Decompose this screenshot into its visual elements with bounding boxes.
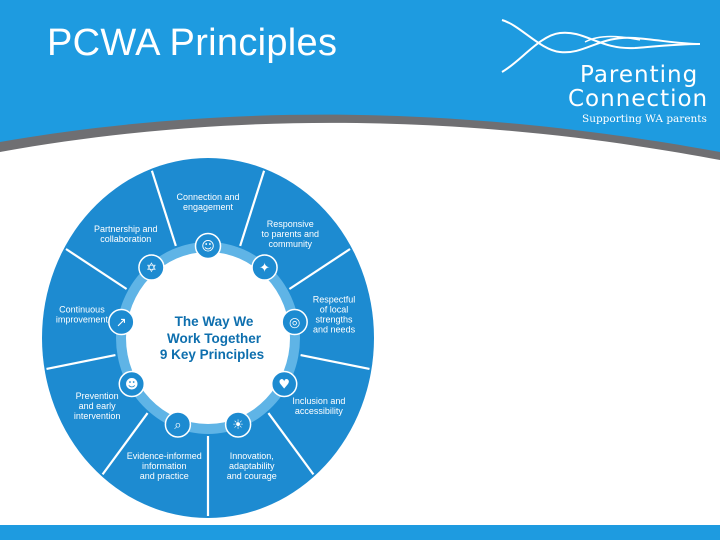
slide-title: PCWA Principles xyxy=(47,22,338,64)
principle-label-line: and needs xyxy=(313,324,356,334)
header-blue-background xyxy=(0,0,720,152)
segment-divider xyxy=(65,248,128,290)
principle-label-line: Responsive xyxy=(267,219,314,229)
brand-name-line2: Connection xyxy=(568,86,709,112)
principle-label-line: strengths xyxy=(316,314,354,324)
segment-divider xyxy=(46,353,116,370)
center-line-1: The Way We xyxy=(175,314,254,329)
segment-divider xyxy=(239,170,266,247)
principle-label-line: engagement xyxy=(183,202,234,212)
handshake-icon: ✡ xyxy=(138,254,165,281)
wheel-center-disc xyxy=(126,252,290,424)
principle-label-line: adaptability xyxy=(229,461,275,471)
principle-label-line: collaboration xyxy=(100,234,151,244)
svg-text:↗: ↗ xyxy=(116,316,127,331)
brand-name-line1: Parenting xyxy=(580,62,699,88)
location-pin-icon: ◎ xyxy=(281,308,308,336)
lightbulb-icon: ☀ xyxy=(224,411,252,438)
principle-label-line: and early xyxy=(79,401,117,411)
principle-label-line: Prevention xyxy=(76,391,119,401)
principle-label-line: improvement xyxy=(56,314,109,324)
svg-text:✦: ✦ xyxy=(259,261,270,276)
network-icon: ✦ xyxy=(251,254,278,281)
family-icon: ☻ xyxy=(118,370,146,398)
principle-label-line: Partnership and xyxy=(94,224,158,234)
svg-text:☺: ☺ xyxy=(201,240,215,255)
principle-label-line: Inclusion and xyxy=(292,396,345,406)
svg-text:♥: ♥ xyxy=(278,378,290,393)
principle-label-line: Connection and xyxy=(176,192,239,202)
svg-text:☻: ☻ xyxy=(125,378,139,393)
people-icon: ☺ xyxy=(194,232,222,260)
chart-icon: ↗ xyxy=(108,308,135,336)
heart-icon: ♥ xyxy=(270,370,298,398)
principle-label-line: of local xyxy=(320,304,349,314)
principle-label-line: intervention xyxy=(74,411,121,421)
principle-label-line: and practice xyxy=(140,471,189,481)
segment-divider xyxy=(300,353,370,370)
segment-divider xyxy=(267,412,315,476)
principle-label-line: Continuous xyxy=(59,304,105,314)
segment-divider xyxy=(150,170,177,247)
magnifier-icon: ⌕ xyxy=(164,411,192,438)
svg-text:✡: ✡ xyxy=(146,261,157,276)
principles-wheel: ☺ ✦ ◎ ♥ ☀ ⌕ ☻ ↗ ✡ Connection andengagementRespon… xyxy=(42,158,374,518)
brand-tagline: Supporting WA parents xyxy=(582,113,707,125)
footer-bar xyxy=(0,525,720,540)
principle-label-line: information xyxy=(142,461,187,471)
center-line-2: Work Together xyxy=(167,331,262,346)
svg-text:⌕: ⌕ xyxy=(174,418,181,433)
principle-label-line: and courage xyxy=(227,471,277,481)
header-banner xyxy=(0,0,720,160)
segment-divider xyxy=(101,412,149,476)
brand-logo-icon xyxy=(501,19,701,73)
principle-label-line: Innovation, xyxy=(230,451,274,461)
segment-divider xyxy=(288,248,351,290)
svg-text:◎: ◎ xyxy=(289,316,300,331)
principle-label-line: Respectful xyxy=(313,294,356,304)
principle-label-line: Evidence-informed xyxy=(127,451,202,461)
center-line-3: 9 Key Principles xyxy=(160,347,264,362)
svg-text:☀: ☀ xyxy=(232,418,244,433)
principle-label-line: accessibility xyxy=(295,406,344,416)
principle-label-line: community xyxy=(269,239,313,249)
principle-label-line: to parents and xyxy=(262,229,320,239)
